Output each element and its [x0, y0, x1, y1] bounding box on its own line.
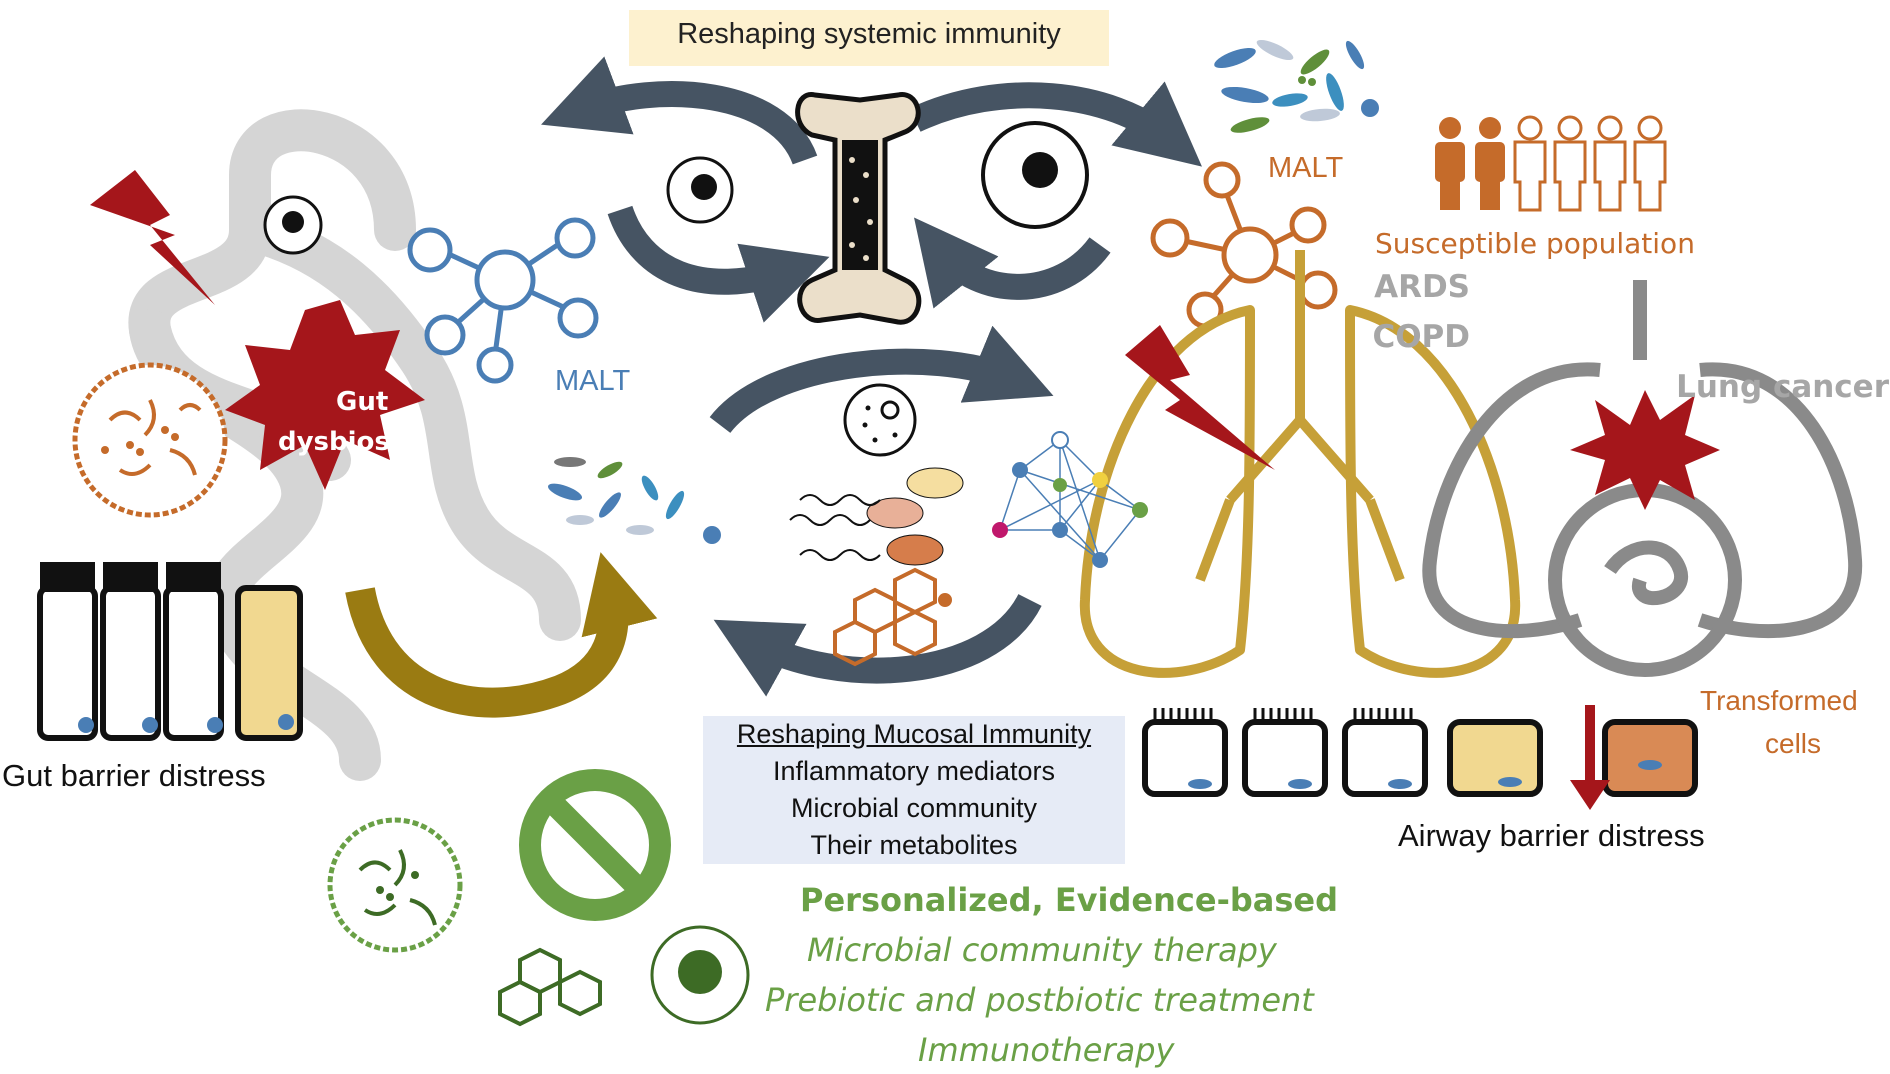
lung-disease-copd: COPD	[1372, 319, 1470, 355]
systemic-arrows	[541, 56, 1202, 323]
mucosal-heading: Reshaping Mucosal Immunity	[736, 719, 1092, 749]
mucosal-line: Microbial community	[790, 793, 1038, 823]
therapy-line: Microbial community therapy	[807, 931, 1277, 969]
bone-icon	[795, 92, 922, 325]
gut-barrier-label: Gut barrier distress	[2, 758, 266, 793]
no-sign-icon	[519, 769, 671, 921]
bacteria-icon	[1214, 39, 1379, 133]
mucosal-line: Inflammatory mediators	[772, 756, 1056, 786]
olive-arrow	[345, 552, 658, 718]
down-arrow	[1570, 705, 1610, 810]
gut-dysbiosis-burst	[225, 300, 425, 490]
bacteria-icon	[789, 467, 964, 566]
susceptible-population-label: Susceptible population	[1375, 227, 1695, 260]
network-icon	[992, 431, 1148, 568]
mucosal-line: Their metabolites	[810, 830, 1018, 860]
title-text: Reshaping systemic immunity	[677, 18, 1061, 50]
malt-label-left: MALT	[555, 365, 631, 397]
mucosal-immunity-box: Reshaping Mucosal Immunity Inflammatory …	[703, 716, 1125, 864]
lightning-icon	[90, 170, 215, 305]
therapy-line: Immunotherapy	[918, 1031, 1175, 1069]
malt-label-right: MALT	[1268, 152, 1344, 184]
therapy-line: Prebiotic and postbiotic treatment	[765, 981, 1314, 1019]
mucosal-arrows	[709, 325, 1054, 697]
tumor-burst-icon	[1570, 390, 1720, 510]
monocyte-icon	[263, 195, 323, 255]
epithelial-cell-icon	[37, 562, 303, 741]
monocyte-icon	[666, 156, 734, 224]
population-icon	[1435, 115, 1667, 212]
gut-dysbiosis-line2: dysbiosis	[278, 427, 415, 457]
gut-dysbiosis-line1: Gut	[336, 387, 389, 417]
microbiota-icon	[72, 362, 228, 518]
immune-cell-icon	[650, 925, 750, 1025]
molecule-icon	[498, 947, 602, 1027]
therapy-heading: Personalized, Evidence-based	[800, 881, 1338, 919]
airway-barrier-label: Airway barrier distress	[1398, 818, 1705, 853]
dendritic-cell-icon	[407, 217, 599, 384]
cell-icon	[843, 383, 917, 457]
lightning-icon	[1125, 325, 1275, 470]
transformed-line2: cells	[1765, 728, 1822, 759]
dendritic-cell-icon	[1150, 161, 1338, 329]
lung-disease-ards: ARDS	[1374, 269, 1470, 305]
lung-disease-cancer: Lung cancer	[1676, 369, 1889, 405]
molecule-icon	[833, 567, 952, 667]
monocyte-icon	[981, 121, 1089, 229]
systemic-immunity-title: Reshaping systemic immunity	[629, 10, 1109, 66]
bacteria-icon	[547, 457, 721, 544]
microbiota-icon	[327, 817, 463, 953]
epithelial-cell-icon	[1142, 708, 1698, 797]
lung-icon	[1079, 250, 1521, 678]
transformed-line1: Transformed	[1700, 685, 1858, 716]
